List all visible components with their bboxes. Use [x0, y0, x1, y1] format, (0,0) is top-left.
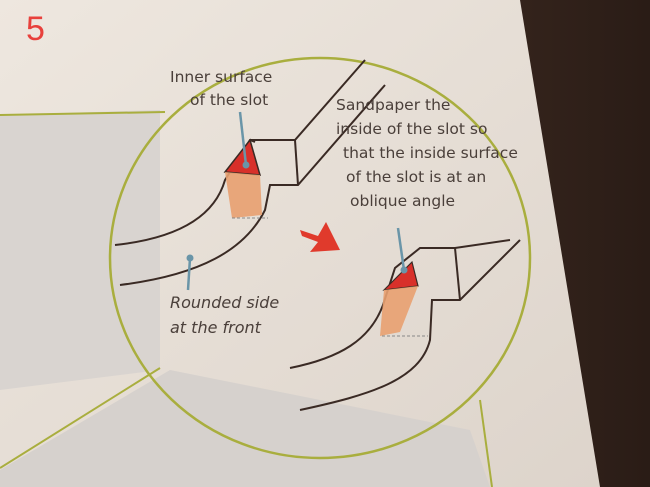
- panel-line-right: [479, 399, 493, 487]
- pointer-rounded-side: [186, 257, 192, 291]
- wood-piece-before: [114, 59, 386, 286]
- pointer-inner-surface: [238, 111, 248, 166]
- detail-circle: [108, 56, 532, 460]
- pointer-dot: [186, 254, 194, 262]
- label-sandpaper-instruction: Sandpaper the inside of the slot so that…: [336, 96, 523, 210]
- step-number: 5: [26, 10, 45, 48]
- label-rounded-side: Rounded side at the front: [170, 293, 284, 337]
- pointer-after: [396, 227, 406, 271]
- pointer-dot: [400, 266, 408, 274]
- left-panel: [0, 110, 160, 390]
- label-inner-surface: Inner surface of the slot: [170, 68, 277, 109]
- wood-piece-after: [289, 239, 521, 411]
- panel-line-bottom: [0, 367, 161, 469]
- inner-surface-orange: [225, 172, 262, 218]
- pointer-dot: [242, 161, 250, 169]
- bottom-panel: [0, 370, 490, 487]
- panel-line-top: [0, 111, 166, 116]
- arrow-icon: [300, 222, 340, 252]
